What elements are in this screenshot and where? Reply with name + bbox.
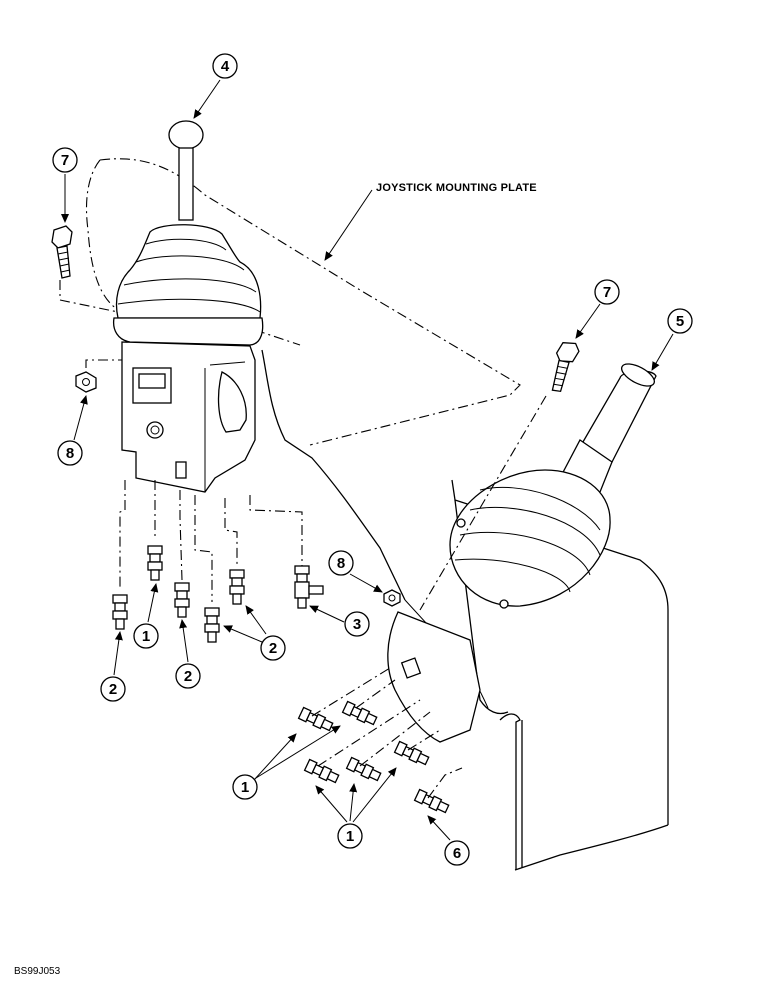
right-fittings <box>297 700 450 814</box>
callout-2-b: 2 <box>175 619 201 689</box>
callout-1-left-label: 1 <box>142 628 150 645</box>
fitting <box>303 758 340 784</box>
figure-code: BS99J053 <box>14 966 61 977</box>
left-joystick-assembly <box>112 120 264 493</box>
fitting <box>393 740 430 766</box>
callout-2-d-label: 2 <box>0 0 8 4</box>
callout-7-right: 7 <box>575 279 620 339</box>
leader-lines <box>59 189 547 799</box>
callout-7-left-label: 7 <box>61 152 69 169</box>
fitting <box>112 594 128 630</box>
fitting <box>174 582 190 618</box>
nut-right <box>383 589 401 607</box>
bolt-left <box>51 225 73 279</box>
callout-5: 5 <box>651 308 693 371</box>
plate-label: JOYSTICK MOUNTING PLATE <box>376 182 537 194</box>
callout-8-right: 8 <box>328 550 383 593</box>
callout-8-left: 8 <box>57 395 88 466</box>
callout-2-a: 2 <box>100 631 126 702</box>
bolt-right <box>551 342 580 393</box>
callout-1-right-b: 1 <box>315 767 397 849</box>
callout-2-c: 2 <box>223 605 286 661</box>
mounting-bracket <box>261 349 669 871</box>
callout-3-label: 3 <box>353 616 361 633</box>
fitting <box>147 545 163 581</box>
callout-1-left: 1 <box>133 583 159 649</box>
callout-1-right-a-label: 1 <box>241 779 249 796</box>
left-fittings <box>112 545 324 643</box>
fitting <box>204 607 220 643</box>
callout-8-right-label: 8 <box>337 555 345 572</box>
nut-left <box>75 371 97 393</box>
fitting <box>229 569 245 605</box>
callout-7-left: 7 <box>52 147 78 223</box>
callout-7-right-label: 7 <box>603 284 611 301</box>
callout-2-a-label: 2 <box>109 681 117 698</box>
callout-4: 4 <box>193 53 238 119</box>
callout-4-label: 4 <box>221 58 230 75</box>
tee-fitting <box>294 565 324 609</box>
right-joystick-assembly <box>387 363 657 743</box>
callout-1-right-a: 1 <box>232 725 341 800</box>
callout-1-right-b-label: 1 <box>346 828 354 845</box>
callout-5-label: 5 <box>676 313 684 330</box>
callout-8-left-label: 8 <box>66 445 74 462</box>
fitting <box>341 700 378 726</box>
fitting <box>345 756 382 782</box>
callouts: 4 7 8 1 2 2 <box>0 0 693 866</box>
callout-2-c-label: 2 <box>269 640 277 657</box>
fitting <box>297 706 334 732</box>
callout-6-label: 6 <box>453 845 461 862</box>
callout-3: 3 <box>309 605 370 637</box>
callout-6: 6 <box>427 815 470 866</box>
fitting <box>413 788 450 814</box>
callout-2-b-label: 2 <box>184 668 192 685</box>
